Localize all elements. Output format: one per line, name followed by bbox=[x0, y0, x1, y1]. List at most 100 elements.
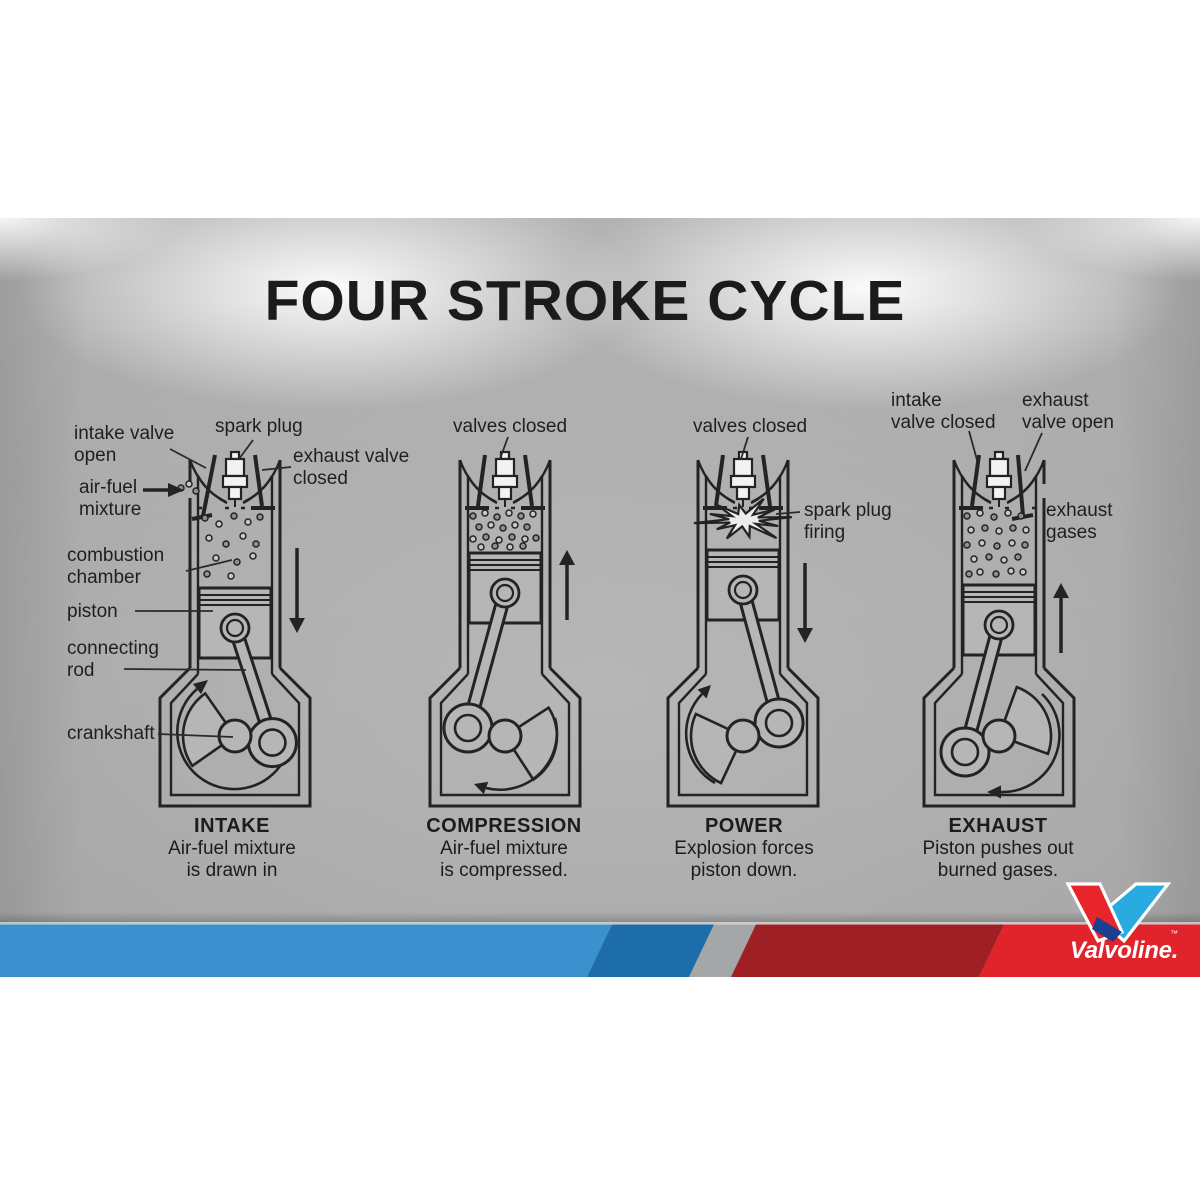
label-line: crankshaft bbox=[67, 723, 155, 744]
mixture-dot bbox=[976, 568, 984, 576]
caption-compression: COMPRESSION Air-fuel mixture is compress… bbox=[384, 815, 624, 882]
mixture-dot bbox=[1000, 556, 1008, 564]
crank-journal bbox=[725, 718, 761, 754]
crankcase bbox=[158, 666, 312, 808]
caption-title: EXHAUST bbox=[948, 815, 1048, 837]
label-line: air-fuel bbox=[79, 477, 138, 498]
label-line: intake bbox=[891, 390, 942, 411]
mixture-dot bbox=[469, 512, 477, 520]
mixture-dot bbox=[499, 524, 507, 532]
cylinder-walls bbox=[696, 460, 790, 668]
stripe-hairline bbox=[0, 922, 1200, 925]
caption-line: burned gases. bbox=[937, 860, 1059, 881]
mixture-dot bbox=[192, 487, 200, 495]
stripe-dark-blue bbox=[587, 924, 714, 977]
mixture-dot bbox=[1004, 509, 1012, 517]
rod-big-end bbox=[939, 726, 991, 778]
caption-power: POWER Explosion forces piston down. bbox=[624, 815, 864, 882]
footer-stripes bbox=[0, 912, 1200, 977]
exhaust-valve-open bbox=[1011, 454, 1034, 521]
mixture-dot bbox=[965, 570, 973, 578]
mixture-dot bbox=[215, 520, 223, 528]
spark-plug-icon bbox=[491, 450, 519, 507]
rotation-arc bbox=[1000, 693, 1061, 794]
label-valves-closed-power: valves closed bbox=[693, 416, 807, 438]
mixture-dot bbox=[249, 552, 257, 560]
valvoline-tm: ™ bbox=[1170, 929, 1178, 938]
label-intake-valve-closed: intake valve closed bbox=[891, 390, 996, 434]
label-exhaust-valve-open: exhaust valve open bbox=[1022, 390, 1114, 434]
mixture-dot bbox=[230, 512, 238, 520]
piston-rings bbox=[199, 594, 271, 606]
spark-plug-icon bbox=[729, 450, 757, 507]
label-line: exhaust bbox=[1022, 390, 1089, 411]
wrist-pin bbox=[727, 574, 759, 606]
label-valves-closed-compression: valves closed bbox=[453, 416, 567, 438]
mixture-dot bbox=[511, 521, 519, 529]
label-line: spark plug bbox=[804, 500, 892, 521]
intake-valve-closed bbox=[465, 454, 489, 510]
explosion-burst bbox=[693, 497, 792, 541]
mixture-dot bbox=[1019, 568, 1027, 576]
cylinder-walls bbox=[188, 460, 282, 668]
crankcase-inner bbox=[439, 673, 571, 797]
mixture-dot bbox=[976, 509, 984, 517]
label-line: open bbox=[74, 445, 117, 466]
mixture-dot bbox=[506, 543, 514, 551]
rod-big-end bbox=[753, 697, 805, 749]
exhaust-valve-closed bbox=[251, 454, 275, 510]
mixture-dot bbox=[523, 523, 531, 531]
piston-rings bbox=[963, 591, 1035, 603]
valvoline-logo: ™ Valvoline. bbox=[1065, 882, 1178, 964]
label-line: exhaust bbox=[1046, 500, 1113, 521]
intake-valve-open bbox=[191, 454, 217, 521]
rotation-arc bbox=[684, 693, 716, 785]
mixture-dot bbox=[519, 542, 527, 550]
label-line: exhaust valve bbox=[293, 446, 410, 467]
label-spark-plug: spark plug bbox=[215, 416, 303, 438]
caption-title: INTAKE bbox=[194, 815, 270, 837]
leader-exhaust-valve bbox=[261, 466, 292, 471]
rotation-arrowhead bbox=[474, 781, 489, 795]
mixture-dot bbox=[992, 570, 1000, 578]
mixture-dot bbox=[978, 539, 986, 547]
label-line: spark plug bbox=[215, 416, 303, 437]
label-line: valve closed bbox=[891, 412, 996, 433]
crank-journal bbox=[487, 718, 523, 754]
label-crankshaft: crankshaft bbox=[67, 723, 155, 745]
mixture-dot bbox=[517, 512, 525, 520]
label-line: combustion bbox=[67, 545, 165, 566]
mixture-dot bbox=[212, 554, 220, 562]
mixture-dot bbox=[970, 555, 978, 563]
label-line: valve open bbox=[1022, 412, 1114, 433]
leader-valves-closed-2 bbox=[499, 436, 509, 460]
mixture-dot bbox=[967, 526, 975, 534]
label-line: mixture bbox=[79, 499, 142, 520]
mixture-dot bbox=[222, 540, 230, 548]
label-line: valves closed bbox=[453, 416, 568, 437]
rotation-arrowhead bbox=[697, 685, 711, 699]
leader-spark-plug-firing bbox=[775, 511, 801, 515]
stripe-light-blue bbox=[0, 924, 612, 977]
mixture-dot bbox=[482, 533, 490, 541]
rotation-arrowhead bbox=[192, 680, 208, 695]
label-intake-valve-open: intake valve open bbox=[74, 423, 174, 467]
mixture-dot bbox=[481, 509, 489, 517]
mixture-dot bbox=[252, 540, 260, 548]
mixture-dot bbox=[477, 543, 485, 551]
mixture-dot bbox=[256, 513, 264, 521]
stripe-gray bbox=[689, 924, 756, 977]
cylinder-walls bbox=[952, 460, 1046, 668]
mixture-dot bbox=[1007, 567, 1015, 575]
piston-rings bbox=[707, 556, 779, 568]
mixture-dot bbox=[529, 510, 537, 518]
mixture-dot bbox=[1022, 526, 1030, 534]
label-piston: piston bbox=[67, 601, 118, 623]
mixture-dot bbox=[475, 523, 483, 531]
label-line: firing bbox=[804, 522, 846, 543]
mixture-dot bbox=[233, 558, 241, 566]
label-combustion-chamber: combustion chamber bbox=[67, 545, 164, 589]
label-connecting-rod: connecting rod bbox=[67, 638, 159, 682]
label-line: rod bbox=[67, 660, 95, 681]
